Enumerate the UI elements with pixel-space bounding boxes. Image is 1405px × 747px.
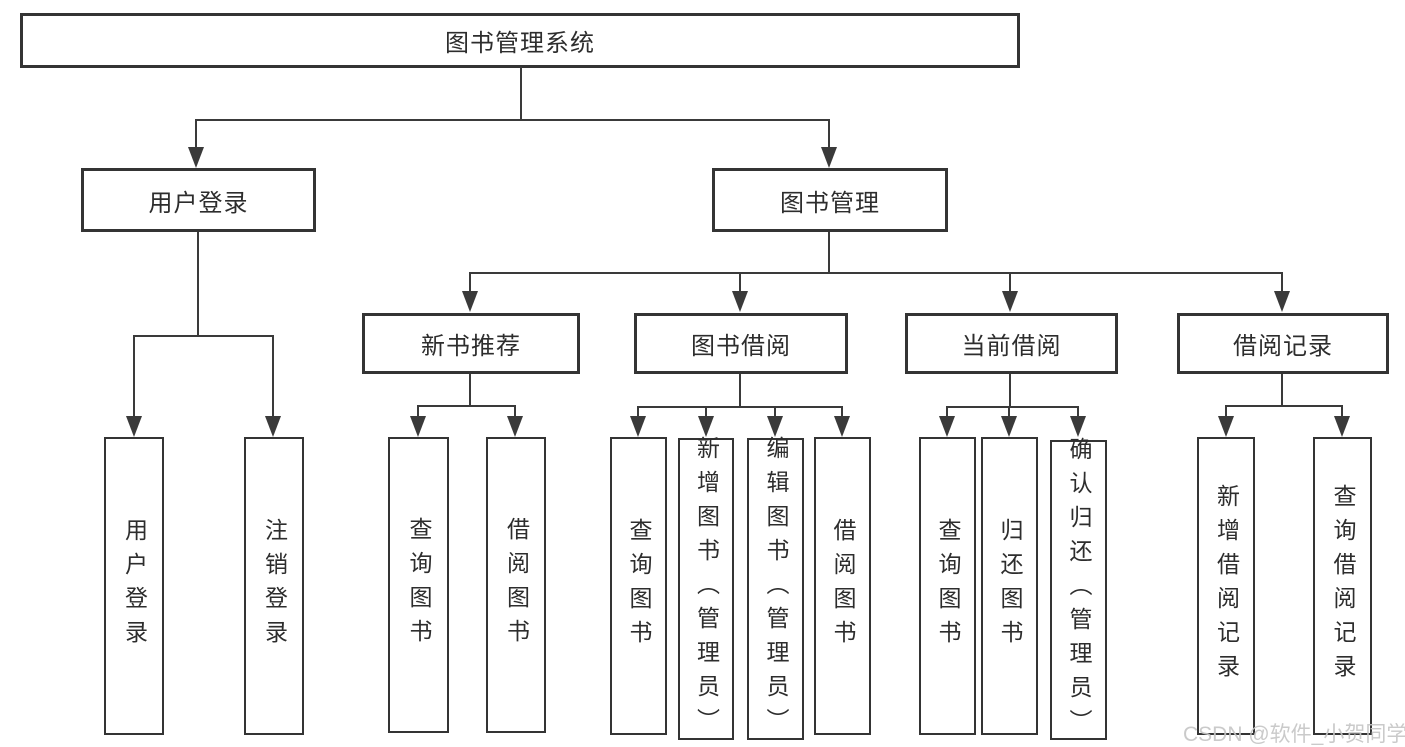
connector-line bbox=[1225, 405, 1227, 417]
node-book-borrow: 图书借阅 bbox=[634, 313, 848, 374]
arrowhead-down-icon bbox=[462, 291, 478, 312]
arrowhead-down-icon bbox=[630, 416, 646, 437]
node-label: 用户登录 bbox=[121, 518, 148, 654]
connector-line bbox=[946, 406, 1078, 408]
connector-line bbox=[637, 406, 842, 408]
connector-line bbox=[1008, 406, 1010, 417]
connector-line bbox=[469, 374, 471, 405]
arrowhead-down-icon bbox=[1218, 416, 1234, 437]
connector-line bbox=[739, 272, 741, 293]
connector-line bbox=[1281, 272, 1283, 293]
node-label: 借阅图书 bbox=[503, 517, 530, 653]
node-library-system: 图书管理系统 bbox=[20, 13, 1020, 68]
arrowhead-down-icon bbox=[939, 416, 955, 437]
node-book-management: 图书管理 bbox=[712, 168, 948, 232]
connector-line bbox=[946, 406, 948, 417]
node-new-book-recommend: 新书推荐 bbox=[362, 313, 580, 374]
connector-line bbox=[841, 406, 843, 417]
leaf-query-book-current: 查询图书 bbox=[919, 437, 976, 735]
leaf-user-login: 用户登录 bbox=[104, 437, 164, 735]
connector-line bbox=[195, 119, 197, 149]
node-label: 新增借阅记录 bbox=[1213, 484, 1240, 688]
arrowhead-down-icon bbox=[732, 291, 748, 312]
arrowhead-down-icon bbox=[126, 416, 142, 437]
connector-line bbox=[133, 335, 135, 417]
leaf-return-book: 归还图书 bbox=[981, 437, 1038, 735]
node-borrow-record: 借阅记录 bbox=[1177, 313, 1389, 374]
arrowhead-down-icon bbox=[767, 416, 783, 437]
node-label: 确认归还（管理员） bbox=[1066, 437, 1092, 743]
connector-line bbox=[705, 406, 707, 417]
arrowhead-down-icon bbox=[1334, 416, 1350, 437]
arrowhead-down-icon bbox=[1001, 416, 1017, 437]
connector-line bbox=[195, 119, 830, 121]
node-label: 图书借阅 bbox=[691, 333, 791, 360]
node-user-login: 用户登录 bbox=[81, 168, 316, 232]
connector-line bbox=[1009, 272, 1011, 293]
arrowhead-down-icon bbox=[1002, 291, 1018, 312]
node-label: 新增图书（管理员） bbox=[693, 436, 720, 742]
connector-line bbox=[739, 374, 741, 406]
connector-line bbox=[1341, 405, 1343, 417]
node-label: 借阅记录 bbox=[1233, 333, 1333, 360]
node-label: 当前借阅 bbox=[961, 333, 1062, 360]
arrowhead-down-icon bbox=[265, 416, 281, 437]
node-label: 查询图书 bbox=[626, 518, 652, 654]
connector-line bbox=[637, 406, 639, 417]
connector-line bbox=[197, 232, 199, 335]
connector-line bbox=[1281, 374, 1283, 405]
connector-line bbox=[272, 335, 274, 417]
connector-line bbox=[520, 67, 522, 119]
node-label: 用户登录 bbox=[148, 189, 249, 217]
leaf-confirm-return-admin: 确认归还（管理员） bbox=[1050, 437, 1107, 743]
arrowhead-down-icon bbox=[188, 147, 204, 168]
connector-line bbox=[133, 335, 274, 337]
connector-line bbox=[1077, 406, 1079, 417]
leaf-borrow-book-recommend: 借阅图书 bbox=[486, 437, 546, 733]
node-label: 编辑图书（管理员） bbox=[763, 436, 789, 742]
node-label: 借阅图书 bbox=[830, 518, 856, 654]
node-label: 查询借阅记录 bbox=[1330, 484, 1356, 688]
leaf-query-borrow-record: 查询借阅记录 bbox=[1313, 437, 1372, 735]
node-label: 查询图书 bbox=[406, 517, 432, 653]
leaf-edit-book-admin: 编辑图书（管理员） bbox=[747, 436, 804, 742]
arrowhead-down-icon bbox=[410, 416, 426, 437]
connector-line bbox=[828, 232, 830, 272]
node-label: 图书管理 bbox=[780, 189, 880, 217]
arrowhead-down-icon bbox=[507, 416, 523, 437]
arrowhead-down-icon bbox=[834, 416, 850, 437]
arrowhead-down-icon bbox=[698, 416, 714, 437]
connector-line bbox=[1009, 374, 1011, 406]
connector-line bbox=[417, 405, 516, 407]
connector-line bbox=[774, 406, 776, 417]
node-label: 新书推荐 bbox=[421, 333, 521, 360]
node-label: 图书管理系统 bbox=[445, 30, 595, 57]
leaf-logout-login: 注销登录 bbox=[244, 437, 304, 735]
leaf-add-borrow-record: 新增借阅记录 bbox=[1197, 437, 1255, 735]
connector-line bbox=[469, 272, 1283, 274]
csdn-watermark: CSDN @软件_小贺同学 bbox=[1183, 723, 1405, 746]
leaf-query-book-recommend: 查询图书 bbox=[388, 437, 449, 733]
arrowhead-down-icon bbox=[1070, 416, 1086, 437]
connector-line bbox=[1225, 405, 1342, 407]
arrowhead-down-icon bbox=[821, 147, 837, 168]
leaf-borrow-book: 借阅图书 bbox=[814, 437, 871, 735]
leaf-add-book-admin: 新增图书（管理员） bbox=[678, 436, 734, 742]
node-label: 归还图书 bbox=[997, 518, 1023, 654]
connector-line bbox=[469, 272, 471, 293]
leaf-query-book-borrow: 查询图书 bbox=[610, 437, 667, 735]
connector-line bbox=[828, 119, 830, 149]
connector-line bbox=[417, 405, 419, 417]
connector-line bbox=[514, 405, 516, 417]
node-label: 查询图书 bbox=[935, 518, 961, 654]
arrowhead-down-icon bbox=[1274, 291, 1290, 312]
node-label: 注销登录 bbox=[261, 518, 288, 654]
node-current-borrow: 当前借阅 bbox=[905, 313, 1118, 374]
